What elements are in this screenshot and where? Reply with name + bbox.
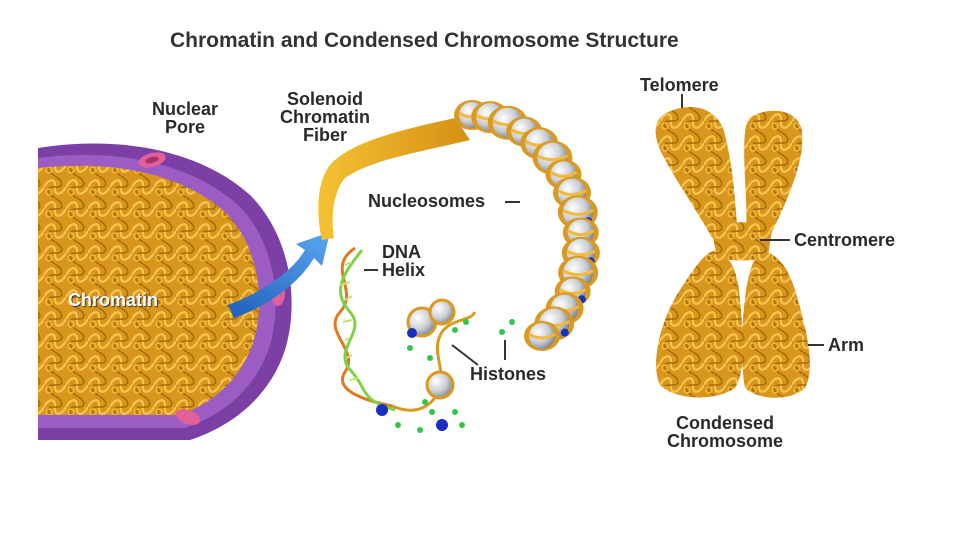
histone-bead bbox=[408, 300, 454, 398]
label-condensed-chromosome: Condensed Chromosome bbox=[667, 414, 783, 450]
nucleosome bbox=[524, 321, 560, 351]
label-dna-helix: DNA Helix bbox=[382, 243, 425, 279]
chromatid-upper-left bbox=[656, 107, 738, 238]
label-nuclear-pore: Nuclear Pore bbox=[152, 100, 218, 136]
label-solenoid-fiber: Solenoid Chromatin Fiber bbox=[280, 90, 370, 144]
chromatid-lower-left bbox=[656, 250, 743, 397]
diagram-title: Chromatin and Condensed Chromosome Struc… bbox=[170, 30, 679, 51]
chromatid-lower-right bbox=[742, 250, 810, 398]
label-arm: Arm bbox=[828, 336, 864, 354]
label-nucleosomes: Nucleosomes bbox=[368, 192, 485, 210]
condensed-chromosome bbox=[656, 107, 810, 398]
label-chromatin: Chromatin bbox=[68, 291, 158, 309]
label-telomere: Telomere bbox=[640, 76, 719, 94]
label-centromere: Centromere bbox=[794, 231, 895, 249]
label-histones: Histones bbox=[470, 365, 546, 383]
chromatid-upper-right bbox=[744, 111, 802, 236]
